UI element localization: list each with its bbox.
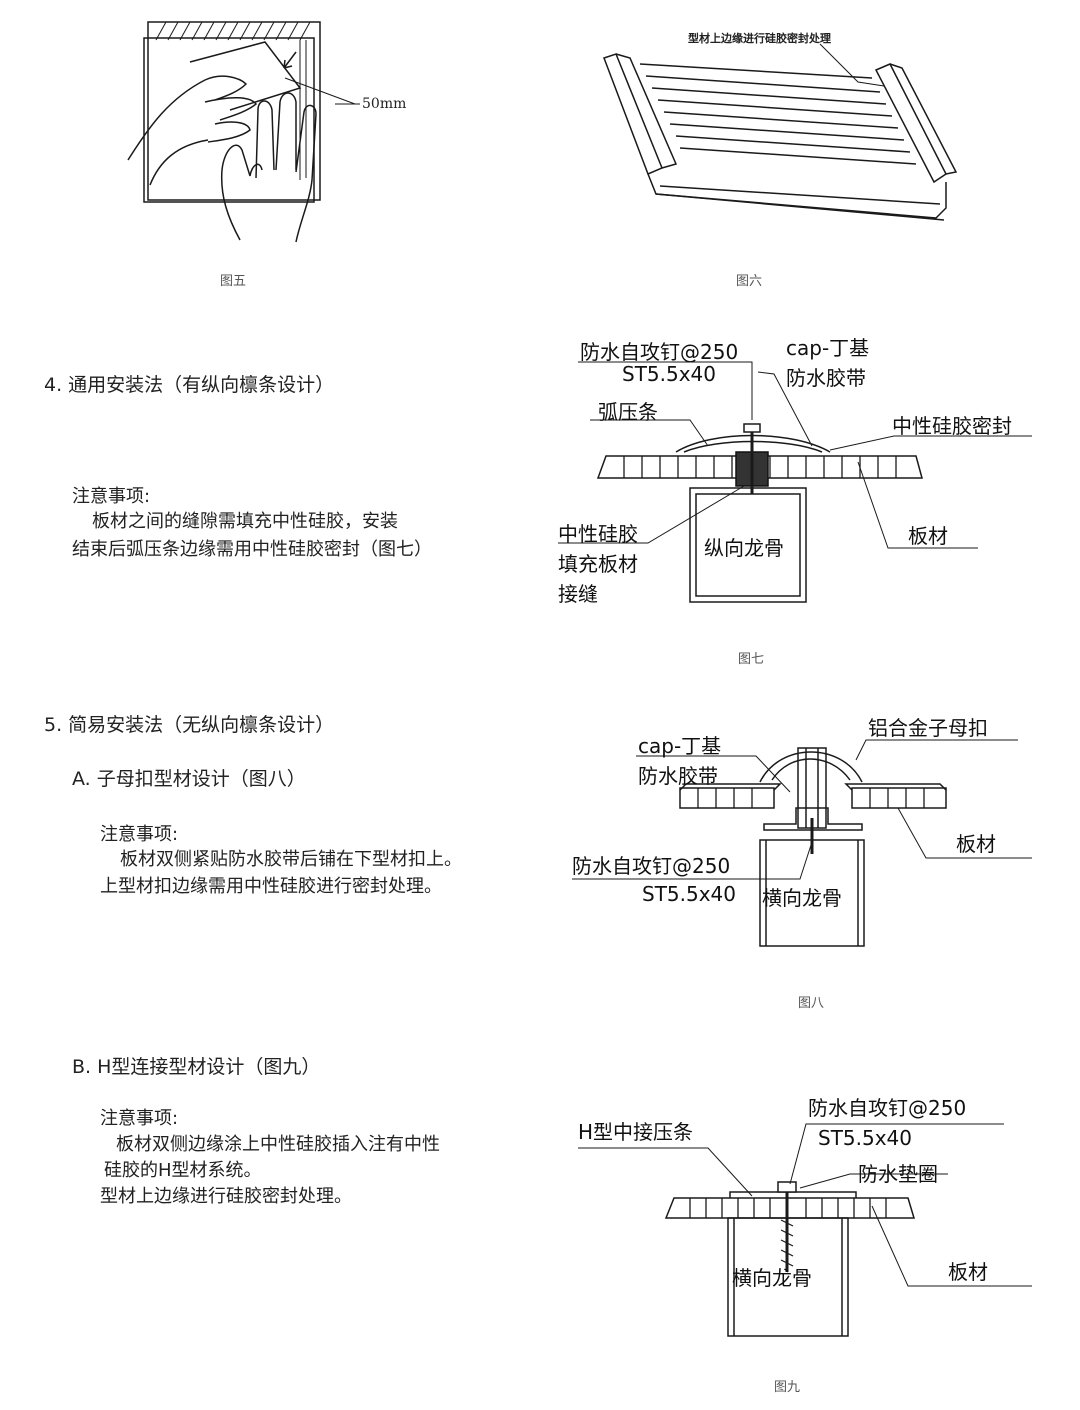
section-5a-heading: A. 子母扣型材设计（图八） xyxy=(72,768,306,790)
figure-9-drawing xyxy=(578,1123,1032,1337)
section-5b-note-line-3: 型材上边缘进行硅胶密封处理。 xyxy=(100,1186,352,1207)
section-5b-note-line-2: 硅胶的H型材系统。 xyxy=(104,1160,262,1181)
fig9-washer-label: 防水垫圈 xyxy=(858,1162,938,1186)
fig7-caption: 图七 xyxy=(738,652,765,667)
fig9-caption: 图九 xyxy=(774,1380,801,1395)
fig8-screw-label: 防水自攻钉@250 xyxy=(572,854,731,878)
section-5a-note-line-1: 板材双侧紧贴防水胶带后铺在下型材扣上。 xyxy=(120,849,462,870)
section-5b-heading: B. H型连接型材设计（图九） xyxy=(72,1056,321,1078)
section-5-heading: 5. 简易安装法（无纵向檩条设计） xyxy=(44,714,335,736)
fig9-screw-spec-label: ST5.5x40 xyxy=(818,1126,913,1150)
fig9-h-strip-label: H型中接压条 xyxy=(578,1120,694,1144)
section-4-heading: 4. 通用安装法（有纵向檩条设计） xyxy=(44,374,335,396)
fig6-caption: 图六 xyxy=(736,274,763,289)
fig7-panel-label: 板材 xyxy=(908,524,948,548)
fig5-caption: 图五 xyxy=(220,274,247,289)
fig7-fill-label-1: 中性硅胶 xyxy=(558,522,638,546)
fig8-panel-label: 板材 xyxy=(956,832,996,856)
fig6-note-label: 型材上边缘进行硅胶密封处理 xyxy=(688,32,831,45)
fig7-fill-label-3: 接缝 xyxy=(558,582,598,606)
figure-6-drawing xyxy=(603,43,958,221)
fig9-purlin-label: 横向龙骨 xyxy=(732,1266,812,1290)
figure-7-drawing xyxy=(558,361,1032,603)
fig7-arc-strip-label: 弧压条 xyxy=(598,400,658,424)
fig8-purlin-label: 横向龙骨 xyxy=(762,886,842,910)
fig9-screw-label: 防水自攻钉@250 xyxy=(808,1096,967,1120)
fig7-screw-label: 防水自攻钉@250 xyxy=(580,340,739,364)
section-4-note-line-1: 板材之间的缝隙需填充中性硅胶，安装 xyxy=(92,511,398,532)
fig5-dimension-label: 50mm xyxy=(362,96,407,112)
fig7-screw-spec-label: ST5.5x40 xyxy=(622,362,717,386)
fig7-tape-label-2: 防水胶带 xyxy=(786,366,866,390)
fig8-tape-label-2: 防水胶带 xyxy=(638,764,718,788)
fig9-panel-label: 板材 xyxy=(948,1260,988,1284)
fig8-clip-label: 铝合金子母扣 xyxy=(868,716,988,740)
section-4-note-line-2: 结束后弧压条边缘需用中性硅胶密封（图七） xyxy=(72,539,432,560)
section-4-note-title: 注意事项: xyxy=(72,486,151,507)
section-5b-note-title: 注意事项: xyxy=(100,1108,179,1129)
figure-8-drawing xyxy=(572,739,1032,947)
fig7-sealant-label: 中性硅胶密封 xyxy=(892,414,1012,438)
fig8-screw-spec-label: ST5.5x40 xyxy=(642,882,737,906)
section-5b-note-line-1: 板材双侧边缘涂上中性硅胶插入注有中性 xyxy=(116,1134,440,1155)
fig8-caption: 图八 xyxy=(798,996,825,1011)
fig7-purlin-label: 纵向龙骨 xyxy=(704,536,784,560)
section-5a-note-title: 注意事项: xyxy=(100,824,179,845)
fig8-tape-label-1: cap-丁基 xyxy=(638,734,722,758)
fig7-fill-label-2: 填充板材 xyxy=(558,552,638,576)
figure-5-drawing xyxy=(127,21,360,243)
fig7-tape-label-1: cap-丁基 xyxy=(786,336,870,360)
section-5a-note-line-2: 上型材扣边缘需用中性硅胶进行密封处理。 xyxy=(100,876,442,897)
